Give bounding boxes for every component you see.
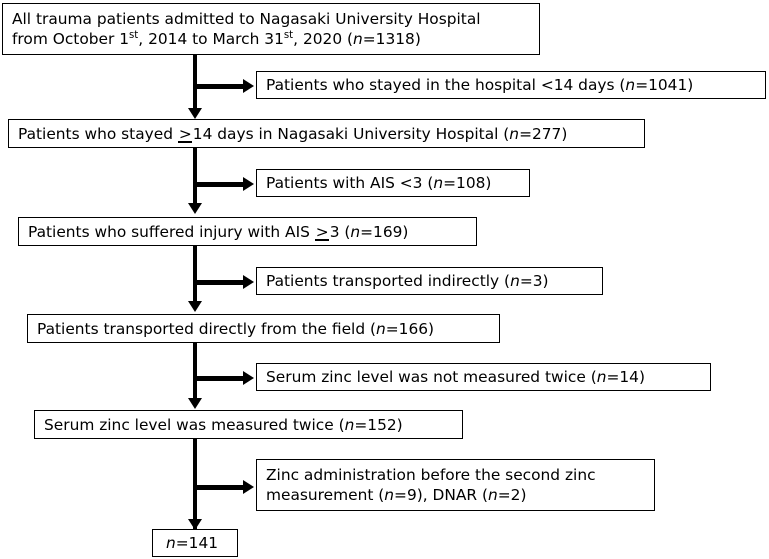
flow-box-count: =2)	[497, 486, 527, 504]
flow-box-line: All trauma patients admitted to Nagasaki…	[12, 9, 531, 29]
n-symbol: n	[625, 76, 636, 94]
flow-box-count: =169)	[360, 222, 409, 241]
n-symbol: n	[510, 272, 520, 290]
flow-box-line: measurement (n=9), DNAR (n=2)	[266, 485, 646, 505]
arrowhead-down-5	[188, 519, 202, 530]
connector-branch-3	[195, 280, 245, 285]
arrowhead-right-2	[243, 177, 254, 191]
flow-box-text: , 2020 (	[293, 30, 354, 48]
flow-box-excluded-stay-under-14-days: Patients who stayed in the hospital <14 …	[256, 71, 766, 99]
connector-trunk-4	[193, 343, 197, 401]
flow-box-line: Zinc administration before the second zi…	[266, 465, 646, 485]
flow-box-line: Patients who stayed >14 days in Nagasaki…	[18, 124, 636, 144]
n-symbol: n	[509, 124, 520, 143]
ordinal-suffix: st	[129, 29, 139, 41]
n-symbol: n	[375, 319, 386, 338]
arrowhead-down-1	[188, 108, 202, 119]
flow-box-text: Serum zinc level was measured twice (	[44, 415, 345, 434]
flow-box-stayed-14-days-or-more: Patients who stayed >14 days in Nagasaki…	[8, 119, 645, 148]
greater-or-equal-symbol: >	[314, 222, 329, 241]
arrowhead-down-4	[188, 398, 202, 409]
flow-box-text: Patients who stayed in the hospital <14 …	[266, 76, 626, 94]
flow-box-count: =1318)	[362, 30, 421, 48]
flow-box-text: Patients who suffered injury with AIS	[28, 222, 315, 241]
connector-trunk-1	[193, 55, 197, 112]
arrowhead-down-2	[188, 203, 202, 214]
flow-box-count: =277)	[519, 124, 568, 143]
connector-trunk-3	[193, 246, 197, 304]
flow-box-text: 3 (	[329, 222, 351, 241]
flow-box-line: Patients with AIS <3 (n=108)	[266, 173, 521, 193]
flow-box-text: 14 days in Nagasaki University Hospital …	[192, 124, 510, 143]
arrowhead-right-1	[243, 79, 254, 93]
flow-box-text: measurement (	[266, 486, 385, 504]
n-symbol: n	[596, 368, 607, 386]
connector-branch-4	[195, 376, 245, 381]
n-symbol: n	[344, 415, 355, 434]
flow-box-text: Patients transported indirectly (	[266, 272, 511, 290]
flow-box-line: Patients transported indirectly (n=3)	[266, 271, 594, 291]
arrowhead-right-3	[243, 275, 254, 289]
flow-box-final-cohort: n=141	[152, 529, 238, 557]
arrowhead-down-3	[188, 301, 202, 312]
flow-box-count: =3)	[519, 272, 549, 290]
flow-box-excluded-zinc-administration-dnar: Zinc administration before the second zi…	[256, 459, 655, 511]
flow-box-line: n=141	[166, 533, 229, 553]
flow-box-text: Patients transported directly from the f…	[37, 319, 376, 338]
flow-box-line: from October 1st, 2014 to March 31st, 20…	[12, 29, 531, 49]
connector-trunk-2	[193, 148, 197, 206]
flow-box-line: Patients who suffered injury with AIS >3…	[28, 222, 468, 242]
flow-box-count: =14)	[606, 368, 645, 386]
flow-box-count: =166)	[385, 319, 435, 338]
arrowhead-right-4	[243, 371, 254, 385]
flow-box-text: Zinc administration before the second zi…	[266, 466, 596, 484]
flow-box-injury-ais-3-or-more: Patients who suffered injury with AIS >3…	[18, 217, 477, 246]
n-symbol: n	[166, 534, 176, 552]
flow-box-text: All trauma patients admitted to Nagasaki…	[12, 10, 481, 28]
connector-branch-5	[195, 485, 245, 490]
flow-box-text: Patients with AIS <3 (	[266, 174, 434, 192]
n-symbol: n	[384, 486, 395, 504]
flow-box-text: Serum zinc level was not measured twice …	[266, 368, 597, 386]
flow-box-line: Patients transported directly from the f…	[37, 319, 491, 339]
flow-box-excluded-ais-under-3: Patients with AIS <3 (n=108)	[256, 169, 530, 197]
ordinal-suffix: st	[283, 29, 294, 41]
arrowhead-right-5	[243, 480, 254, 494]
flow-box-count: =1041)	[635, 76, 694, 94]
flow-box-text: from October 1	[12, 30, 129, 48]
flow-box-line: Serum zinc level was measured twice (n=1…	[44, 415, 454, 435]
flow-box-text: Patients who stayed	[18, 124, 178, 143]
flow-box-all-trauma-patients: All trauma patients admitted to Nagasaki…	[2, 3, 540, 55]
flow-box-transported-directly: Patients transported directly from the f…	[27, 314, 500, 343]
n-symbol: n	[350, 222, 361, 241]
flow-box-count: =9), DNAR (	[394, 486, 489, 504]
flow-box-text: , 2014 to March 31	[138, 30, 284, 48]
flow-box-count: =108)	[443, 174, 492, 192]
flow-box-zinc-measured-twice: Serum zinc level was measured twice (n=1…	[34, 410, 463, 439]
flow-box-excluded-transported-indirectly: Patients transported indirectly (n=3)	[256, 267, 603, 295]
n-symbol: n	[353, 30, 363, 48]
n-symbol: n	[433, 174, 444, 192]
connector-branch-2	[195, 182, 245, 187]
flow-box-line: Patients who stayed in the hospital <14 …	[266, 75, 757, 95]
greater-or-equal-symbol: >	[177, 124, 192, 143]
flow-box-line: Serum zinc level was not measured twice …	[266, 367, 702, 387]
n-symbol: n	[488, 486, 498, 504]
connector-branch-1	[195, 84, 245, 89]
flow-box-count: =152)	[354, 415, 403, 434]
flow-box-count: =141	[175, 534, 219, 552]
flow-box-excluded-zinc-not-measured-twice: Serum zinc level was not measured twice …	[256, 363, 711, 391]
